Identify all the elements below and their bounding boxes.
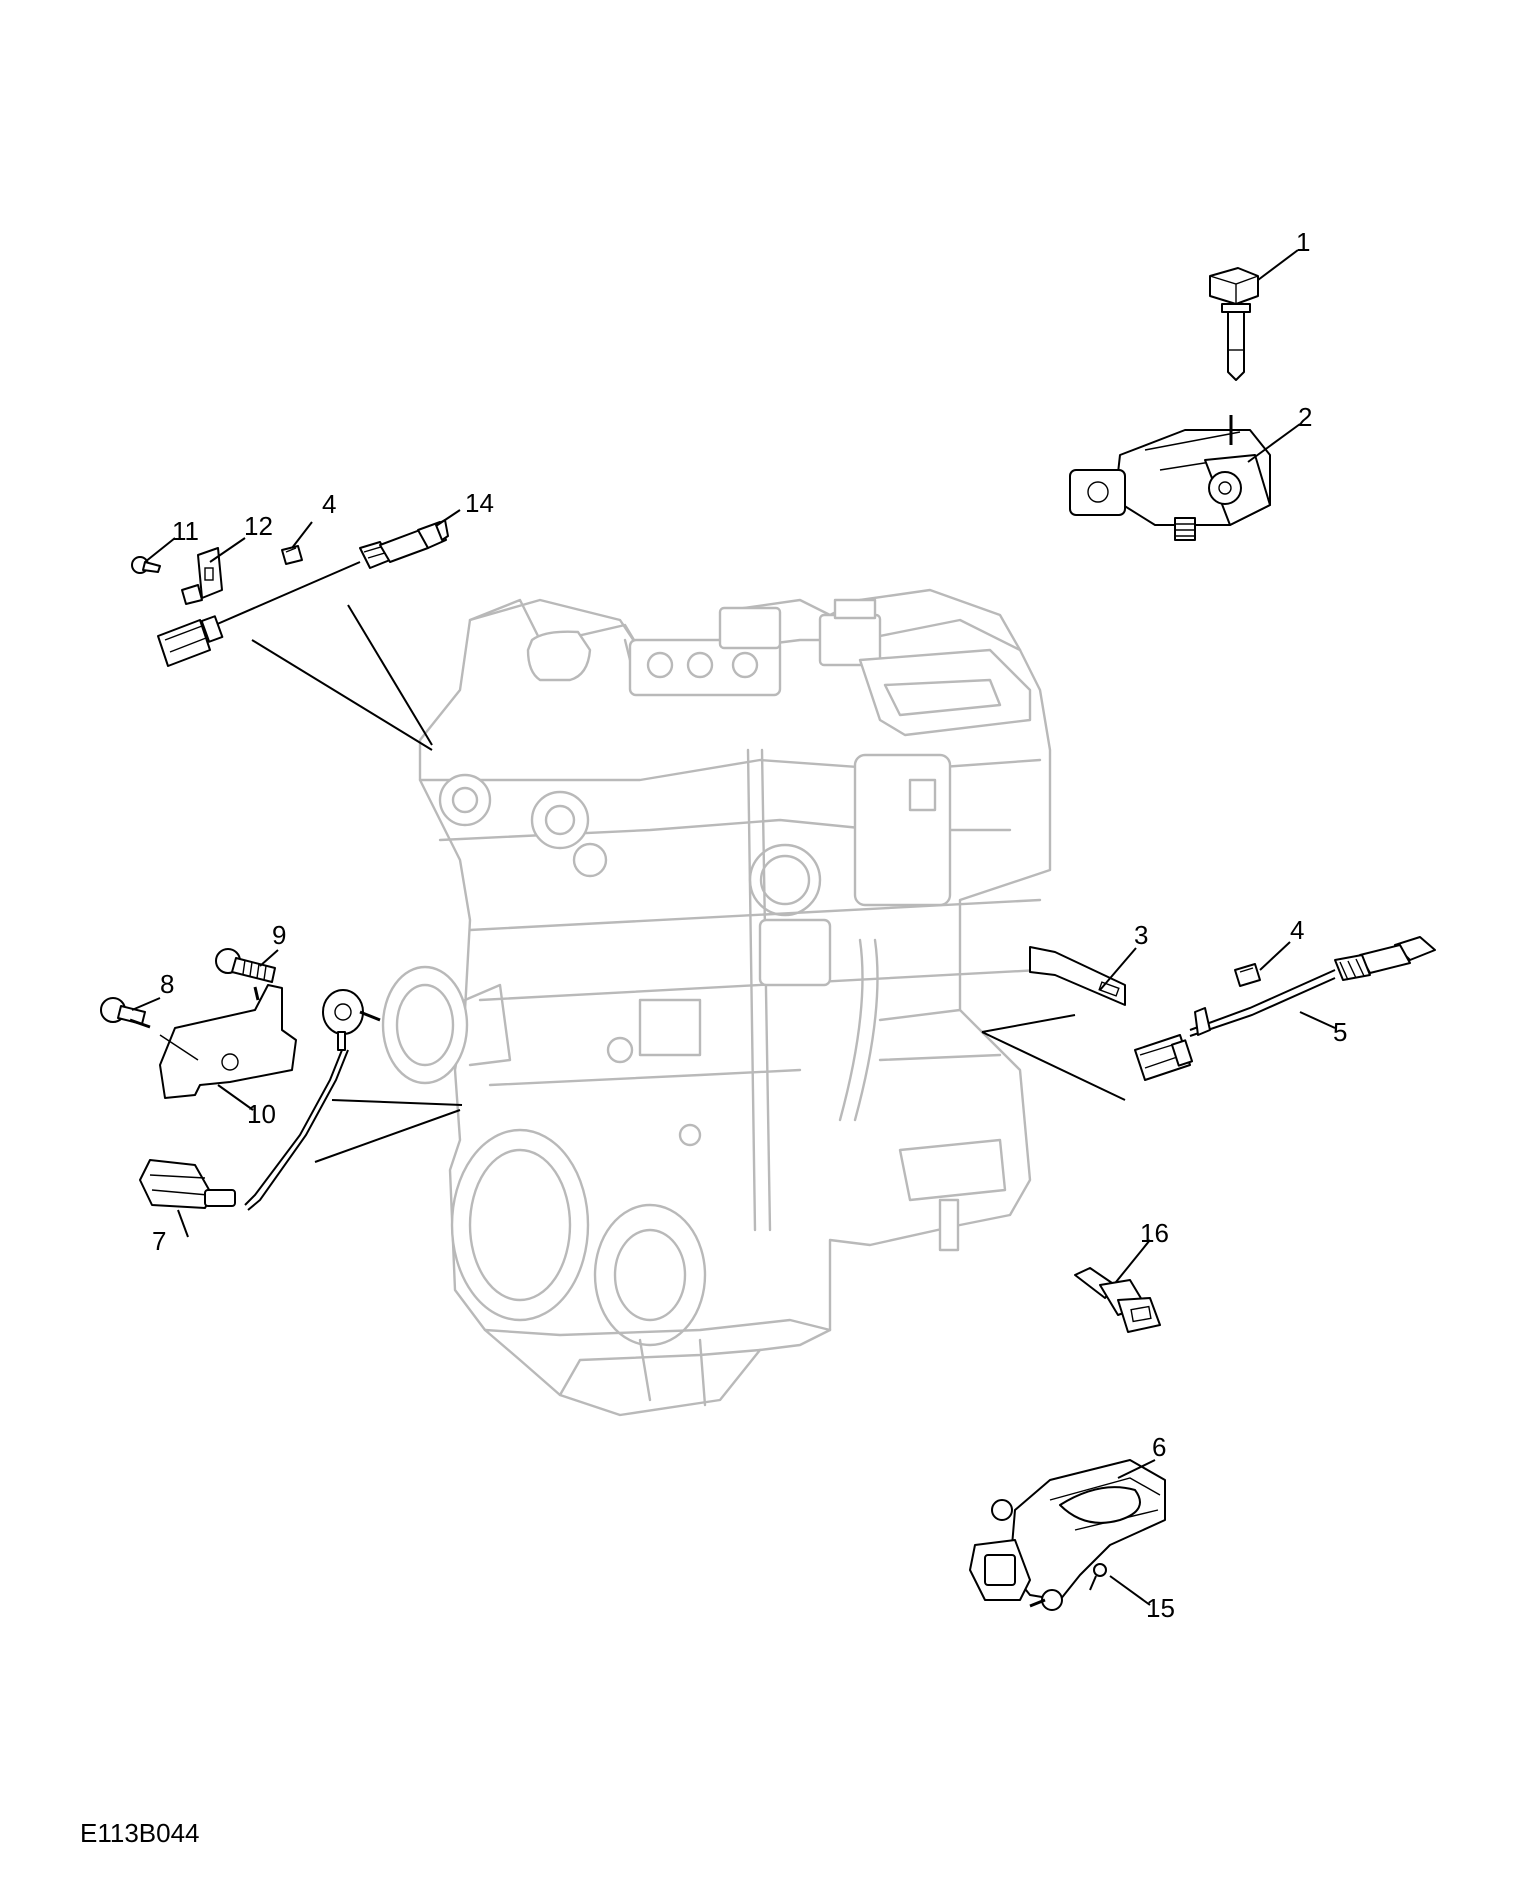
callout-6: 6 [1152, 1432, 1166, 1462]
leader-arrow-8-10 [253, 986, 260, 1001]
callout-14: 14 [465, 488, 494, 518]
callout-1: 1 [1296, 227, 1310, 257]
engine-block-drawing [381, 588, 1052, 1417]
part-9-bolt [215, 948, 276, 983]
callout-3: 3 [1134, 920, 1148, 950]
part-4-clip-upper [281, 545, 303, 565]
leader-arrow-7 [359, 1010, 381, 1022]
part-3-bracket [1029, 946, 1126, 1006]
callout-12: 12 [244, 511, 273, 541]
part-15-screw [1089, 1563, 1107, 1591]
leader-part5-engine [981, 1031, 1126, 1101]
part-14-oxygen-sensor [157, 519, 449, 667]
part-2-pressure-sensor [1069, 429, 1271, 541]
leader-arrow-6-15 [1029, 1598, 1046, 1608]
part-16-temperature-sensor [1074, 1267, 1161, 1333]
callout-7: 7 [152, 1226, 166, 1256]
callout-5: 5 [1333, 1017, 1347, 1047]
callout-8: 8 [160, 969, 174, 999]
drawing-code: E113B044 [80, 1818, 200, 1848]
leader-knock-engine [331, 1099, 463, 1106]
part-10-bracket [159, 984, 297, 1099]
callout-labels: 1 2 3 4 4 5 6 7 8 9 10 11 12 14 15 16 [152, 227, 1347, 1623]
leader-arrow-8 [129, 1018, 151, 1029]
part-5-oxygen-sensor [1134, 936, 1436, 1081]
callout-9: 9 [272, 920, 286, 950]
part-4-clip-right [1234, 963, 1261, 987]
callout-16: 16 [1140, 1218, 1169, 1248]
callout-11: 11 [172, 516, 199, 546]
callout-leaders [131, 249, 1336, 1606]
callout-15: 15 [1146, 1593, 1175, 1623]
part-12-bracket [181, 547, 223, 605]
leader-knock-engine-2 [314, 1109, 461, 1163]
callout-10: 10 [247, 1099, 276, 1129]
part-8-bolt [100, 997, 146, 1025]
leader-part14-engine [251, 639, 433, 751]
callout-4-right: 4 [1290, 915, 1304, 945]
leader-part14-engine-2 [347, 604, 433, 746]
part-7-knock-sensor [139, 989, 364, 1211]
leader-part3-engine [981, 1014, 1076, 1033]
callout-4-upper: 4 [322, 489, 336, 519]
part-1-bolt [1209, 267, 1259, 381]
callout-2: 2 [1298, 402, 1312, 432]
part-6-mass-air-flow-sensor [969, 1459, 1166, 1611]
part-11-bolt [131, 556, 161, 574]
